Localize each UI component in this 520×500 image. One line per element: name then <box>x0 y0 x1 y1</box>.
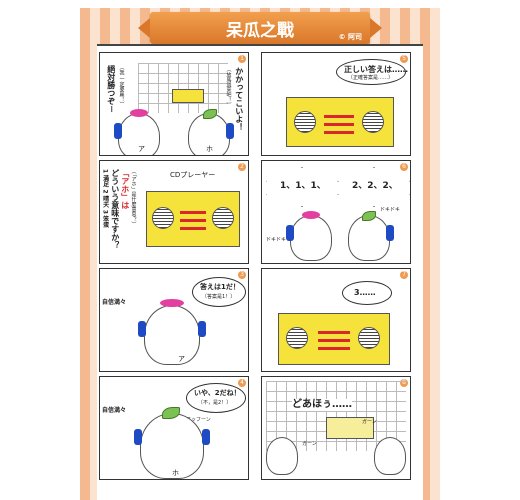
speech-translation: 〔答案是1！〕 <box>202 294 236 300</box>
pink-hair <box>130 109 148 117</box>
speech-bubble <box>186 383 246 413</box>
headphone-icon <box>114 123 122 139</box>
page-title: 呆瓜之戰 <box>226 20 294 41</box>
character-label: ホ <box>206 145 213 153</box>
speech-bubble <box>342 281 392 305</box>
sfx-text: フッフーン <box>186 417 211 423</box>
headphone-icon <box>138 321 146 337</box>
small-radio <box>172 89 204 103</box>
pink-hair <box>302 211 320 219</box>
speaker-left <box>152 207 174 229</box>
red-stripe <box>318 347 350 350</box>
headphone-icon <box>226 123 234 139</box>
speaker-left <box>294 111 316 133</box>
comic-board: 1 絕対勝つぞ－ 〔我 一定要贏！〕 かかってこいよ！ 〔放馬過來吧！〕 ア ホ… <box>97 44 423 500</box>
red-stripe <box>180 211 206 214</box>
speech-bubble <box>336 59 406 85</box>
panel-number: 6 <box>400 163 408 171</box>
headphone-icon <box>202 429 210 445</box>
leaf-icon <box>362 211 376 221</box>
panel-2: 2 CDプレーヤー 「アホ」は どういう意味ですか？ 〔「アホ」是什麼意思？〕 … <box>99 160 249 264</box>
speech-bubble <box>192 277 246 307</box>
speech: 答えは1だ！ <box>200 283 240 291</box>
copyright: © 阿司 <box>338 33 362 41</box>
speech-translation: 〔不，是2！〕 <box>198 400 232 406</box>
speech-left: 絕対勝つぞ－ <box>106 65 116 113</box>
speech: どあほぅ…… <box>292 399 352 411</box>
speech-right-translation: 〔放馬過來吧！〕 <box>225 67 232 107</box>
effect-text: 自信満々 <box>102 407 127 414</box>
red-stripe <box>318 331 350 334</box>
panel-4: 4 いや、2だね！ 〔不，是2！〕 自信満々 フッフーン ホ <box>99 376 249 480</box>
panel-number: 2 <box>238 163 246 171</box>
panel-number: 7 <box>400 271 408 279</box>
speaker-left <box>286 327 308 349</box>
burst-right-text: 2、2、2、 <box>352 181 398 191</box>
red-stripe <box>324 123 354 126</box>
wall-grid <box>138 63 228 113</box>
leaf-icon <box>203 109 217 119</box>
character-label: ア <box>138 145 145 153</box>
red-stripe <box>324 115 354 118</box>
panel-number: 4 <box>238 379 246 387</box>
headphone-icon <box>198 321 206 337</box>
speech-translation: 〔正確答案是……〕 <box>348 75 394 81</box>
red-stripe <box>324 131 354 134</box>
speech: いや、2だね！ <box>194 389 241 397</box>
sfx-left: ドキドキ <box>266 237 287 243</box>
red-stripe <box>180 219 206 222</box>
panel-5: 5 正しい答えは…… 〔正確答案是……〕 <box>261 52 411 156</box>
headphone-icon <box>386 225 394 241</box>
answer-choices: 1 満足 2 晴天 3 笨蛋 <box>101 169 109 228</box>
character-label: ホ <box>172 469 179 477</box>
character-a <box>144 305 200 365</box>
character-ho <box>348 215 390 261</box>
panel-3: 3 答えは1だ！ 〔答案是1！〕 自信満々 ア <box>99 268 249 372</box>
sfx-right: ドキドキ <box>380 207 401 213</box>
effect-text: 自信満々 <box>102 299 127 306</box>
character-label: ア <box>178 355 185 363</box>
question-line-2: どういう意味ですか？ <box>110 169 120 249</box>
speech-left-translation: 〔我 一定要贏！〕 <box>118 65 125 107</box>
panel-number: 3 <box>238 271 246 279</box>
sfx-text: ガーン <box>362 419 377 425</box>
headphone-icon <box>134 429 142 445</box>
panel-number: 5 <box>400 55 408 63</box>
title-banner: 呆瓜之戰 © 阿司 <box>138 12 382 44</box>
panel-8: 8 どあほぅ…… ガーン ガーン <box>261 376 411 480</box>
speaker-right <box>358 327 380 349</box>
speaker-right <box>362 111 384 133</box>
speech: 3…… <box>354 288 376 297</box>
panel-1: 1 絕対勝つぞ－ 〔我 一定要贏！〕 かかってこいよ！ 〔放馬過來吧！〕 ア ホ <box>99 52 249 156</box>
burst-left-text: 1、1、1、 <box>280 181 326 191</box>
panel-6: 6 1、1、1、 2、2、2、 ドキドキ ドキドキ <box>261 160 411 264</box>
speaker-right <box>212 207 234 229</box>
speech: 正しい答えは…… <box>344 65 408 74</box>
character-ho <box>140 413 204 479</box>
question-translation: 〔「アホ」是什麼意思？〕 <box>130 169 137 227</box>
panel-7: 7 3…… <box>261 268 411 372</box>
faded-radio <box>326 417 374 439</box>
question-line-1: 「アホ」は <box>120 169 130 209</box>
headphone-icon <box>286 225 294 241</box>
character-a <box>266 437 298 475</box>
character-ho <box>374 437 406 475</box>
pink-hair <box>160 299 184 307</box>
sfx-text: ガーン <box>302 441 317 447</box>
speech-right: かかってこいよ！ <box>234 67 244 131</box>
leaf-icon <box>162 407 180 419</box>
cd-player-label: CDプレーヤー <box>170 171 216 179</box>
red-stripe <box>318 339 350 342</box>
red-stripe <box>180 227 206 230</box>
character-a <box>118 113 160 155</box>
character-a <box>290 215 332 261</box>
panel-number: 1 <box>238 55 246 63</box>
